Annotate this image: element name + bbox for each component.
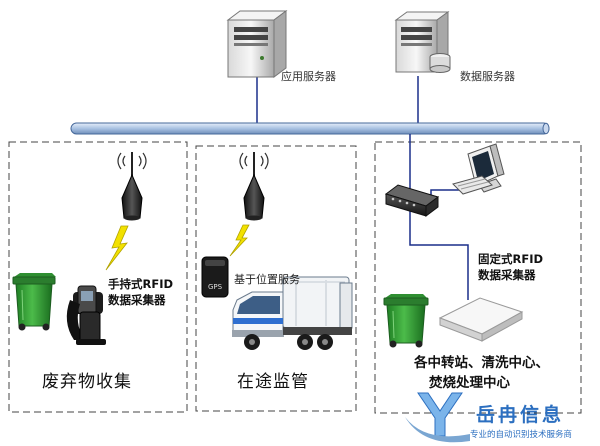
- zone-title-transit: 在途监管: [237, 372, 309, 392]
- fixed-rfid-reader-icon: [438, 297, 524, 342]
- zone-box-stations: [374, 141, 582, 414]
- fixed-reader-label-line2: 数据采集器: [478, 268, 536, 282]
- wireless-signal-lightning-icon-transit: [229, 224, 250, 257]
- location-service-label: 基于位置服务: [234, 273, 300, 286]
- network-switch-icon: [384, 184, 440, 217]
- application-server-icon: [226, 10, 288, 78]
- garbage-truck-icon: [232, 276, 353, 350]
- zone-title-collection: 废弃物收集: [42, 372, 132, 392]
- gps-tracker-icon: [201, 256, 229, 298]
- waste-bin-icon-stations: [383, 294, 429, 348]
- network-bus: [70, 122, 550, 135]
- wireless-antenna-icon-transit: [239, 152, 269, 221]
- desktop-computer-icon: [452, 143, 505, 195]
- brand-name: 岳冉信息: [476, 404, 565, 426]
- fixed-reader-label-line1: 固定式RFID: [478, 252, 544, 266]
- handheld-rfid-reader-icon: [66, 285, 106, 345]
- data-server-label: 数据服务器: [460, 70, 515, 83]
- handheld-reader-label-line2: 数据采集器: [108, 293, 166, 307]
- brand-slogan: 专业的自动识别技术服务商: [470, 430, 573, 440]
- handheld-reader-label-line1: 手持式RFID: [108, 277, 174, 291]
- zone-box-collection: [8, 141, 188, 413]
- gps-device-label: GPS: [208, 283, 223, 291]
- database-server-icon: [394, 11, 451, 73]
- router-to-fixed-reader-link: [409, 210, 469, 300]
- zone-box-transit: [195, 145, 357, 412]
- waste-bin-icon-collection: [12, 273, 56, 331]
- wireless-signal-lightning-icon-collection: [105, 225, 129, 271]
- zone-title-stations-line1: 各中转站、清洗中心、: [414, 355, 549, 371]
- zone-title-stations-line2: 焚烧处理中心: [429, 375, 510, 391]
- app-server-label: 应用服务器: [281, 70, 336, 83]
- brand-logo-icon: [405, 392, 470, 443]
- wireless-antenna-icon-collection: [117, 152, 147, 221]
